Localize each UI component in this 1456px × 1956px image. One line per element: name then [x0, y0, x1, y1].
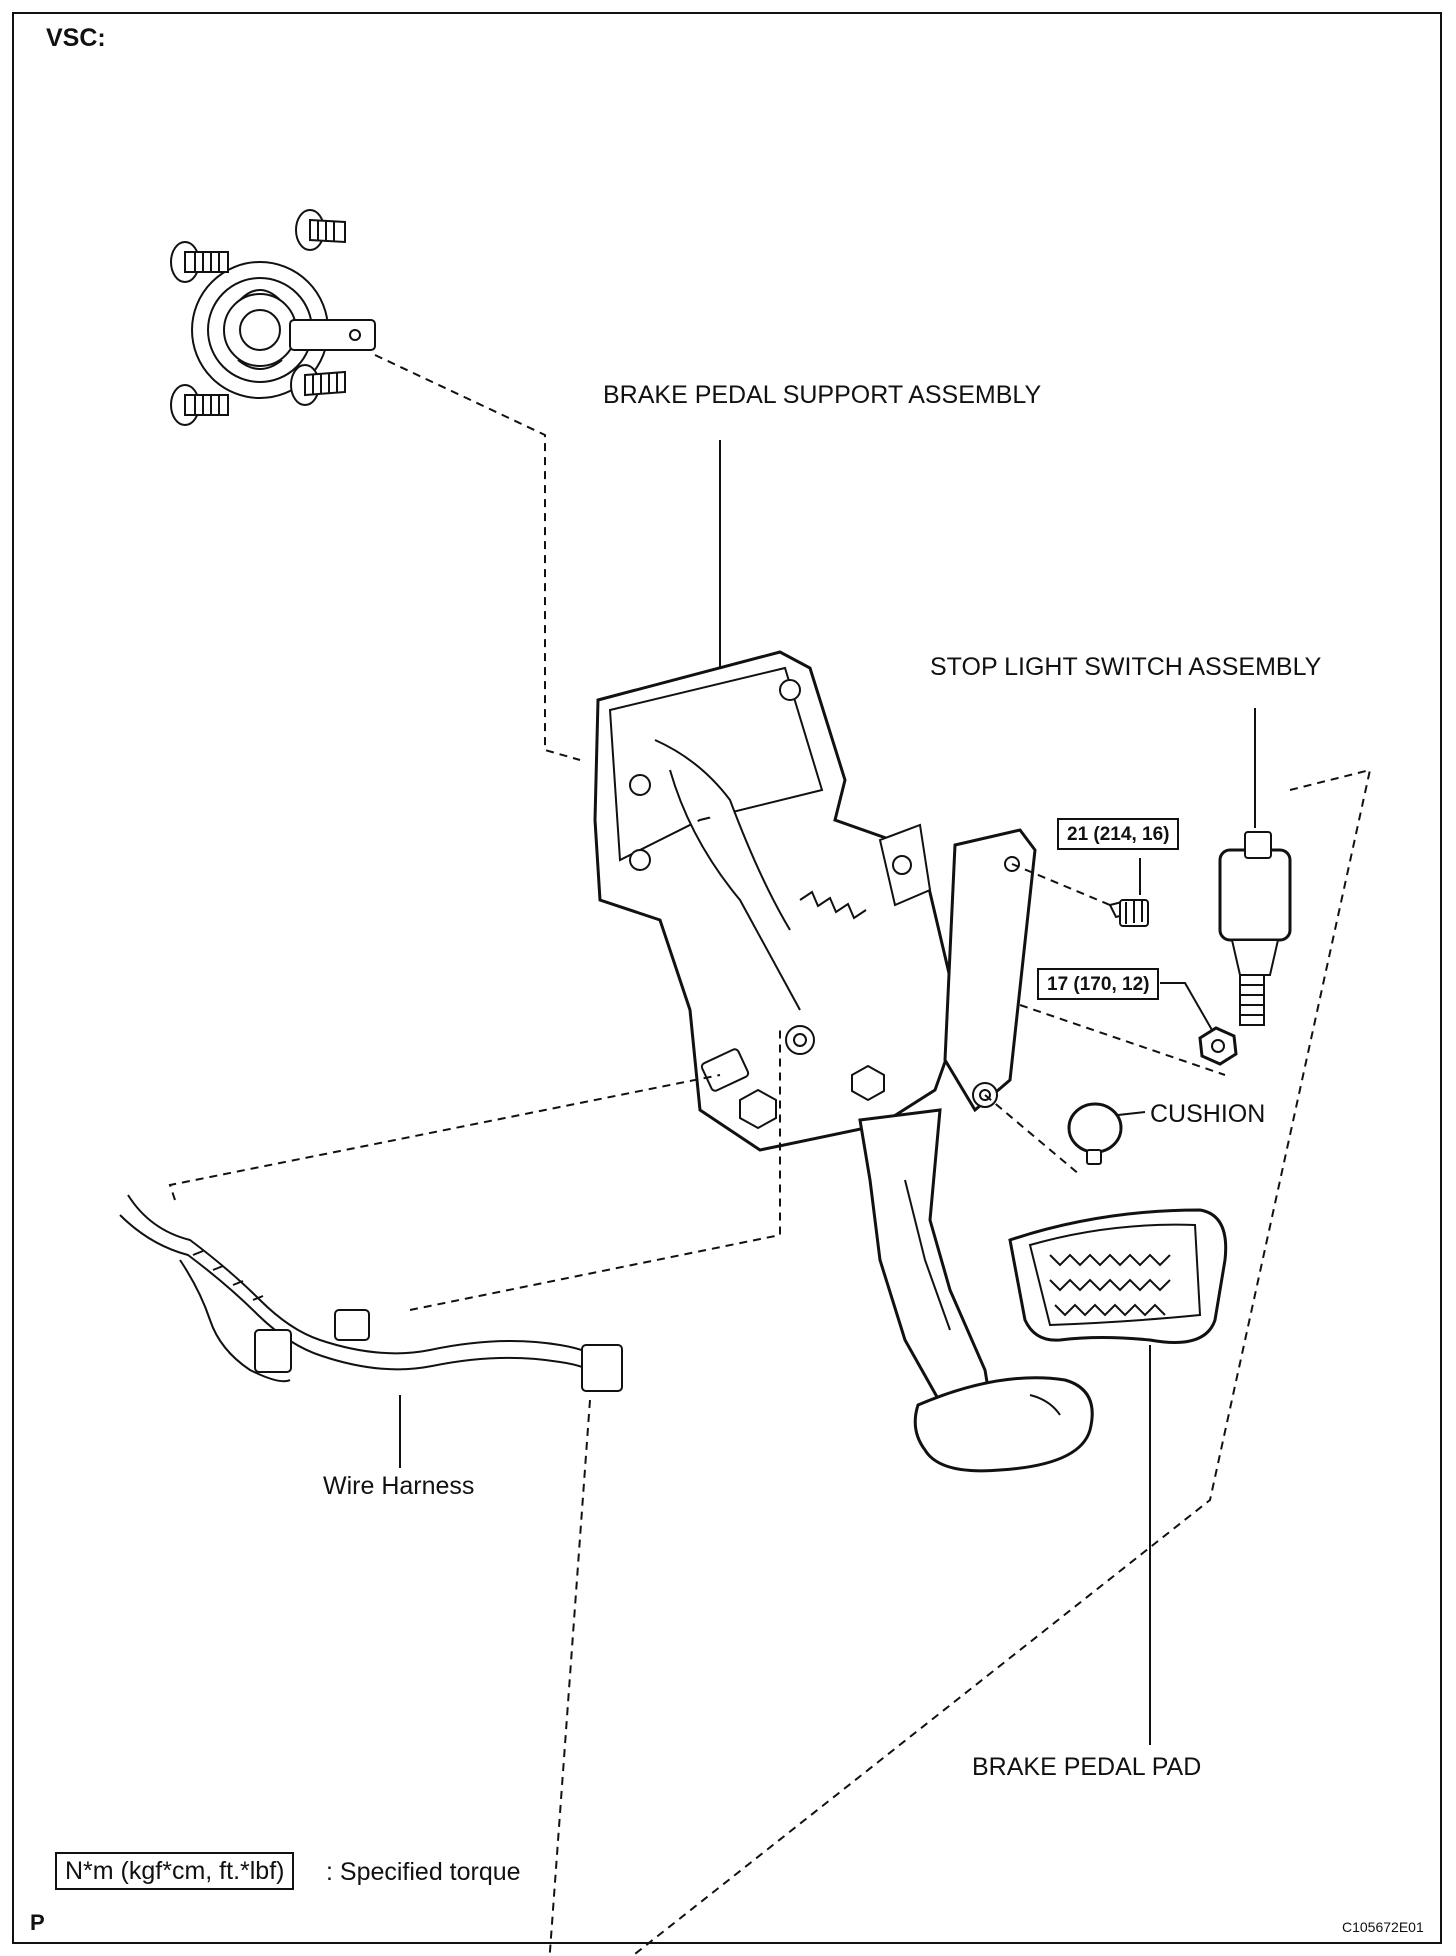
brake-pedal-pad — [1008, 1208, 1228, 1344]
figure-code: C105672E01 — [1342, 1919, 1424, 1935]
wire-harness-part — [119, 1194, 623, 1392]
label-brake-pedal-pad: BRAKE PEDAL PAD — [972, 1753, 1202, 1781]
label-wire-harness: Wire Harness — [323, 1472, 475, 1500]
harness-guide-3 — [548, 1399, 591, 1956]
section-label: VSC: — [46, 24, 106, 52]
brake-pedal-support-assembly — [593, 650, 1037, 1152]
switch-guide — [630, 768, 1372, 1956]
cushion-guide — [984, 1094, 1081, 1176]
switch-nut — [1198, 1026, 1238, 1066]
corner-mark: P — [30, 1910, 45, 1935]
label-stop-light-switch: STOP LIGHT SWITCH ASSEMBLY — [930, 653, 1322, 681]
legend-description: : Specified torque — [326, 1858, 521, 1886]
support-bolt — [1108, 899, 1149, 927]
bolt-guide — [1011, 863, 1111, 906]
cushion-leader — [1117, 1111, 1146, 1116]
nut-guide — [1019, 1004, 1226, 1076]
label-brake-pedal-support: BRAKE PEDAL SUPPORT ASSEMBLY — [603, 381, 1042, 409]
torque-nut-box: 17 (170, 12) — [1037, 968, 1160, 1000]
brake-pedal-arm — [858, 1108, 1094, 1473]
torque-bolt-box: 21 (214, 16) — [1057, 818, 1180, 850]
pedal-sensor-part — [170, 209, 376, 426]
stop-light-switch — [1218, 831, 1292, 1026]
harness-guide-1 — [168, 1074, 721, 1201]
sensor-guide-line — [374, 354, 581, 761]
cushion-part — [1067, 1102, 1123, 1165]
label-cushion: CUSHION — [1150, 1100, 1266, 1128]
nut-torque-leader — [1160, 982, 1213, 1031]
legend-unit-box: N*m (kgf*cm, ft.*lbf) — [55, 1852, 295, 1890]
